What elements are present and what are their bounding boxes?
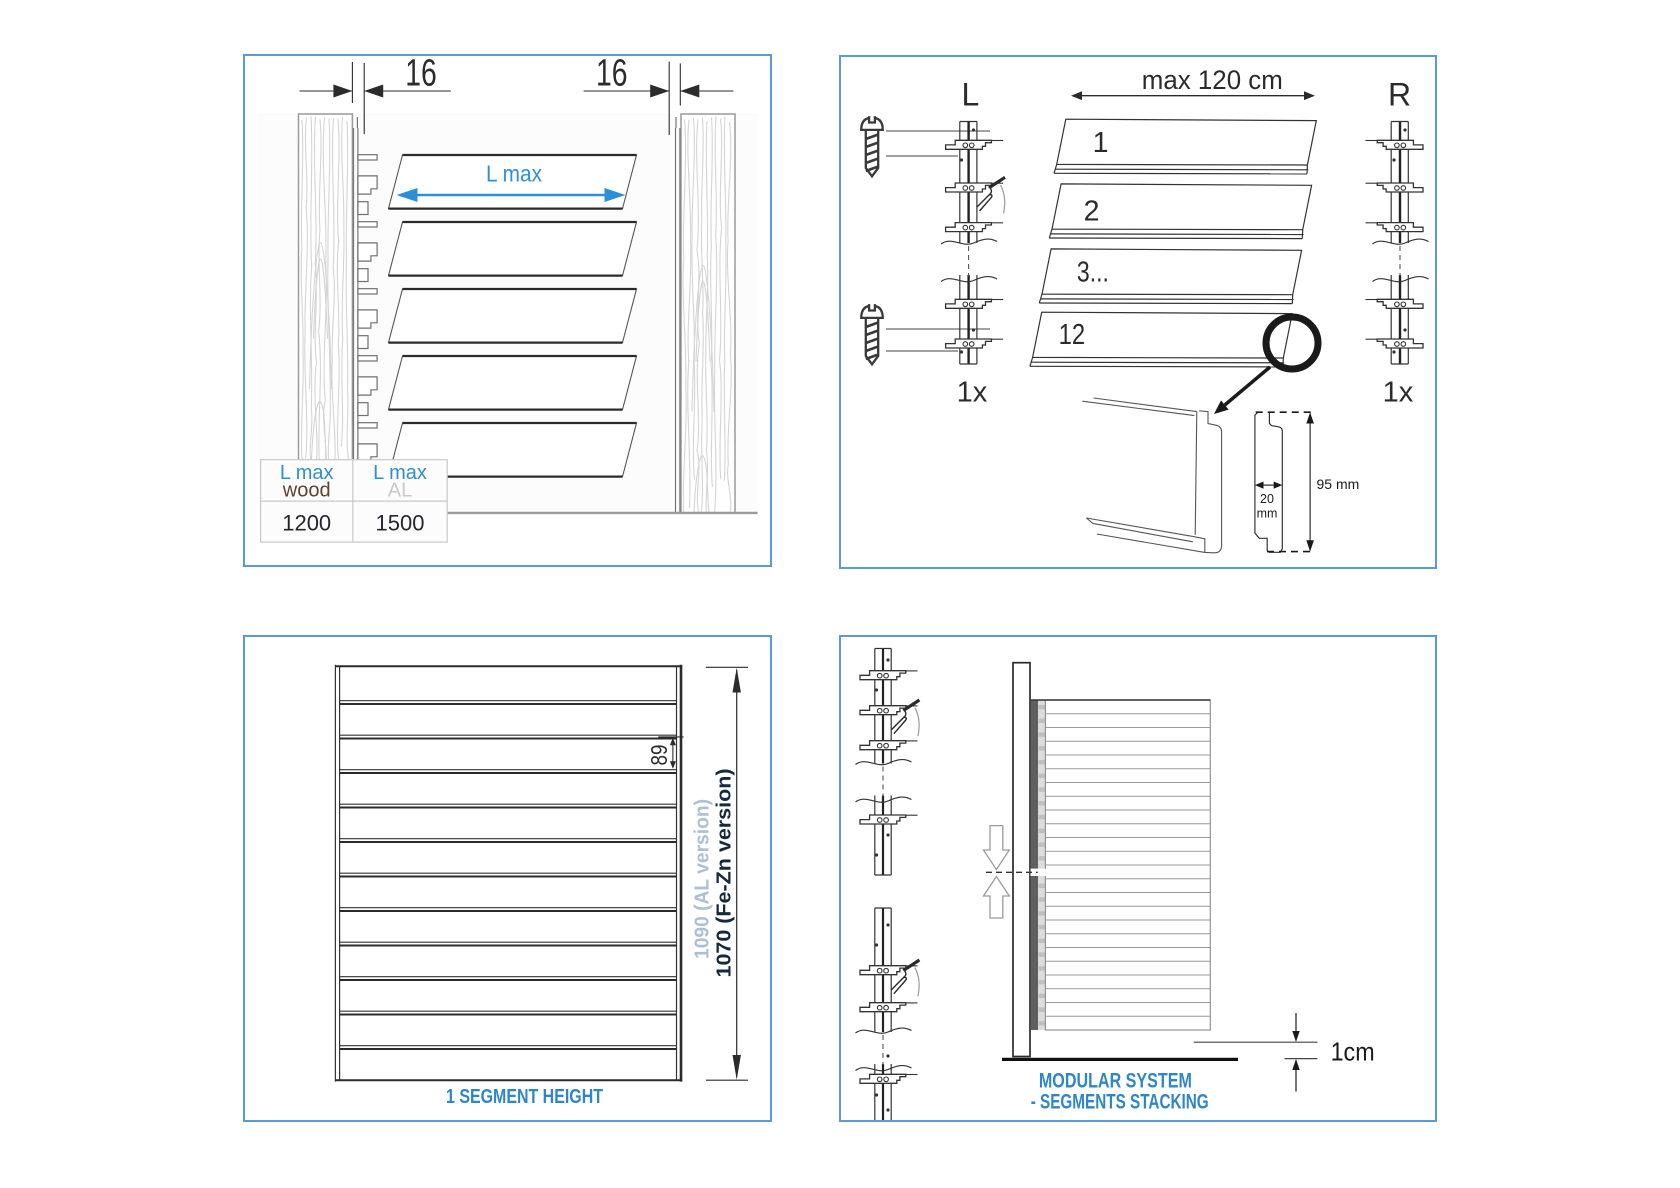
svg-text:1070 (Fe-Zn version): 1070 (Fe-Zn version) (714, 769, 736, 978)
svg-text:16: 16 (405, 54, 437, 95)
svg-text:mm: mm (1257, 507, 1278, 521)
svg-text:MODULAR SYSTEM: MODULAR SYSTEM (1039, 1068, 1192, 1092)
svg-text:3...: 3... (1077, 256, 1109, 288)
svg-text:1x: 1x (957, 377, 988, 409)
svg-text:89: 89 (646, 745, 672, 766)
svg-text:95 mm: 95 mm (1317, 476, 1360, 492)
svg-text:1500: 1500 (376, 511, 425, 536)
svg-text:L: L (962, 77, 980, 113)
svg-text:- SEGMENTS STACKING: - SEGMENTS STACKING (1031, 1090, 1209, 1114)
svg-text:16: 16 (596, 54, 628, 95)
svg-text:2: 2 (1084, 195, 1100, 227)
svg-text:12: 12 (1059, 319, 1086, 351)
svg-text:1200: 1200 (282, 511, 331, 536)
svg-text:L max: L max (486, 161, 542, 187)
svg-text:1cm: 1cm (1331, 1036, 1375, 1066)
svg-text:L max: L max (373, 462, 427, 484)
svg-text:R: R (1388, 77, 1411, 113)
svg-text:1090 (AL version): 1090 (AL version) (692, 799, 714, 959)
svg-text:L max: L max (280, 462, 334, 484)
svg-text:1 SEGMENT HEIGHT: 1 SEGMENT HEIGHT (446, 1086, 603, 1108)
svg-text:20: 20 (1260, 492, 1274, 506)
svg-text:AL: AL (388, 480, 412, 502)
svg-text:1: 1 (1093, 127, 1109, 159)
svg-text:max 120 cm: max 120 cm (1142, 65, 1283, 95)
svg-text:wood: wood (282, 480, 331, 502)
svg-text:1x: 1x (1383, 377, 1414, 409)
